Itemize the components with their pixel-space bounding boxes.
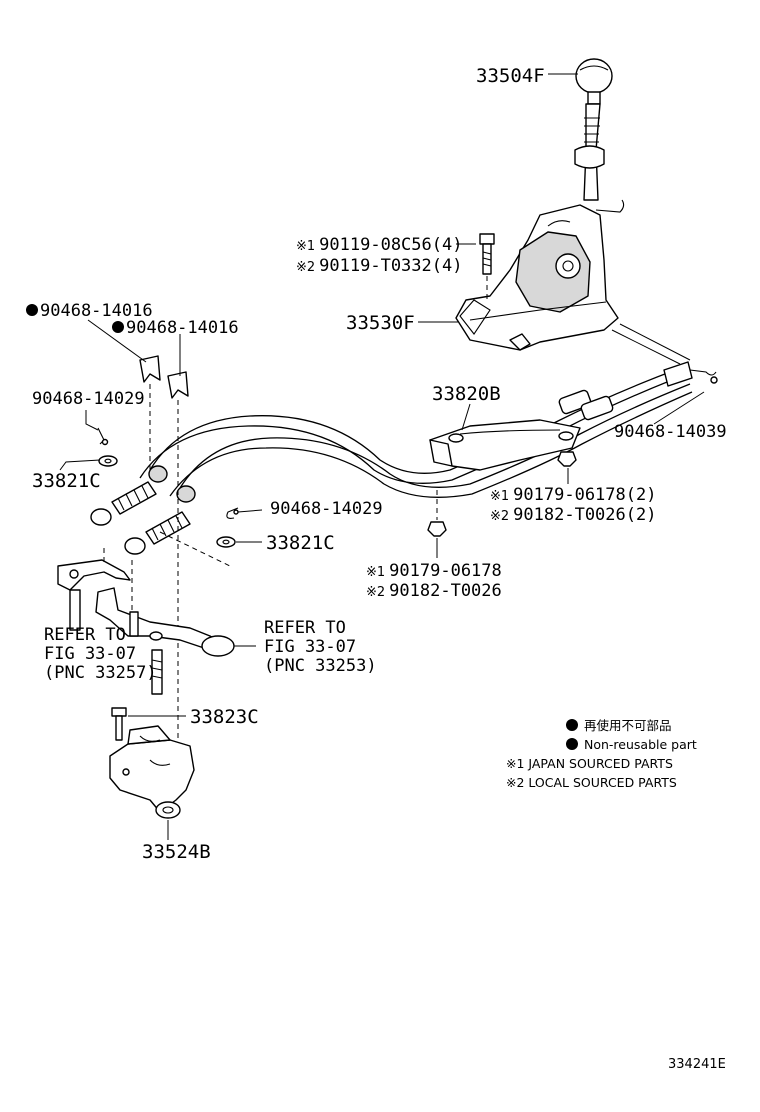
legend-mark-2: [566, 738, 578, 750]
select-lever: [57, 559, 131, 631]
marker-japan: ※1: [296, 239, 315, 254]
label-bracket: 33524B: [142, 841, 211, 863]
label-clip-top-mid: 90468-14016: [126, 318, 239, 338]
label-cable-assy: 33820B: [432, 383, 501, 405]
legend-japan-sourced: ※1 JAPAN SOURCED PARTS: [506, 756, 673, 771]
ref-right-line-2: FIG 33-07: [264, 637, 356, 657]
bolt-local-number: 90119-T0332(4): [319, 256, 462, 276]
nut-mid-local-number: 90182-T0026: [389, 581, 502, 601]
cable-end-left-2[interactable]: [124, 485, 196, 555]
label-knob: 33504F: [476, 65, 545, 87]
housing-bolt[interactable]: [479, 233, 495, 275]
cable-support-bracket[interactable]: [429, 419, 581, 471]
cable-end-right[interactable]: [663, 361, 718, 387]
non-reusable-mark-1: [26, 304, 38, 316]
legend-mark-1: [566, 719, 578, 731]
shift-lever-arm: [95, 587, 235, 695]
ref-left-line-3: (PNC 33257): [44, 663, 157, 683]
marker-local-2: ※2: [490, 509, 509, 524]
legend-local-sourced: ※2 LOCAL SOURCED PARTS: [506, 775, 677, 790]
marker-japan-3: ※1: [366, 565, 385, 580]
label-bolt-local: ※2 90119-T0332(4): [296, 256, 462, 276]
label-nut-right-japan: ※1 90179-06178(2): [490, 485, 656, 505]
non-reusable-mark-2: [112, 321, 124, 333]
nut-right-japan-number: 90179-06178(2): [513, 485, 656, 505]
ref-right[interactable]: REFER TO FIG 33-07 (PNC 33253): [264, 618, 377, 676]
bolt-japan-number: 90119-08C56(4): [319, 235, 462, 255]
ref-left-line-1: REFER TO: [44, 625, 126, 645]
nut-mid-japan-number: 90179-06178: [389, 561, 502, 581]
small-clip-left[interactable]: [97, 427, 109, 446]
washer-mid[interactable]: [216, 536, 236, 548]
label-clip-small-mid: 90468-14029: [270, 499, 383, 519]
marker-local: ※2: [296, 260, 315, 275]
label-bolt-japan: ※1 90119-08C56(4): [296, 235, 462, 255]
marker-local-3: ※2: [366, 585, 385, 600]
label-bracket-bolt: 33823C: [190, 706, 259, 728]
shift-cables: [139, 323, 693, 498]
nut-mid[interactable]: [427, 521, 447, 537]
label-clip-right: 90468-14039: [614, 422, 727, 442]
washer-left[interactable]: [98, 455, 118, 467]
label-washer-left: 33821C: [32, 470, 101, 492]
ref-left[interactable]: REFER TO FIG 33-07 (PNC 33257): [44, 625, 157, 683]
label-nut-mid-local: ※2 90182-T0026: [366, 581, 502, 601]
label-shift-lever: 33530F: [346, 312, 415, 334]
legend-jp: 再使用不可部品: [584, 718, 672, 733]
shift-lever-rod: [574, 103, 625, 213]
marker-japan-2: ※1: [490, 489, 509, 504]
bracket-bolt[interactable]: [111, 707, 127, 741]
nut-right-local-number: 90182-T0026(2): [513, 505, 656, 525]
label-washer-mid: 33821C: [266, 532, 335, 554]
leader-lines: [59, 73, 705, 840]
retaining-clip-2[interactable]: [167, 371, 189, 399]
shift-knob[interactable]: [575, 58, 613, 105]
washer-guide: [159, 531, 231, 567]
retaining-clip-1[interactable]: [139, 355, 161, 383]
figure-id: 334241E: [668, 1057, 726, 1072]
legend: 再使用不可部品 Non-reusable part ※1 JAPAN SOURC…: [506, 718, 697, 790]
legend-en: Non-reusable part: [584, 737, 697, 752]
cable-adjuster-ends[interactable]: [558, 389, 614, 421]
nut-right[interactable]: [557, 451, 577, 467]
label-nut-right-local: ※2 90182-T0026(2): [490, 505, 656, 525]
label-clip-small-left: 90468-14029: [32, 389, 145, 409]
ref-right-line-1: REFER TO: [264, 618, 346, 638]
label-clip-top-left: 90468-14016: [40, 301, 153, 321]
ref-left-line-2: FIG 33-07: [44, 644, 136, 664]
label-nut-mid-japan: ※1 90179-06178: [366, 561, 502, 581]
cable-bracket-lower[interactable]: [109, 725, 195, 819]
ref-right-line-3: (PNC 33253): [264, 656, 377, 676]
shift-lever-housing[interactable]: [455, 204, 619, 351]
cable-end-left-1[interactable]: [90, 465, 168, 526]
small-clip-mid[interactable]: [226, 507, 239, 519]
